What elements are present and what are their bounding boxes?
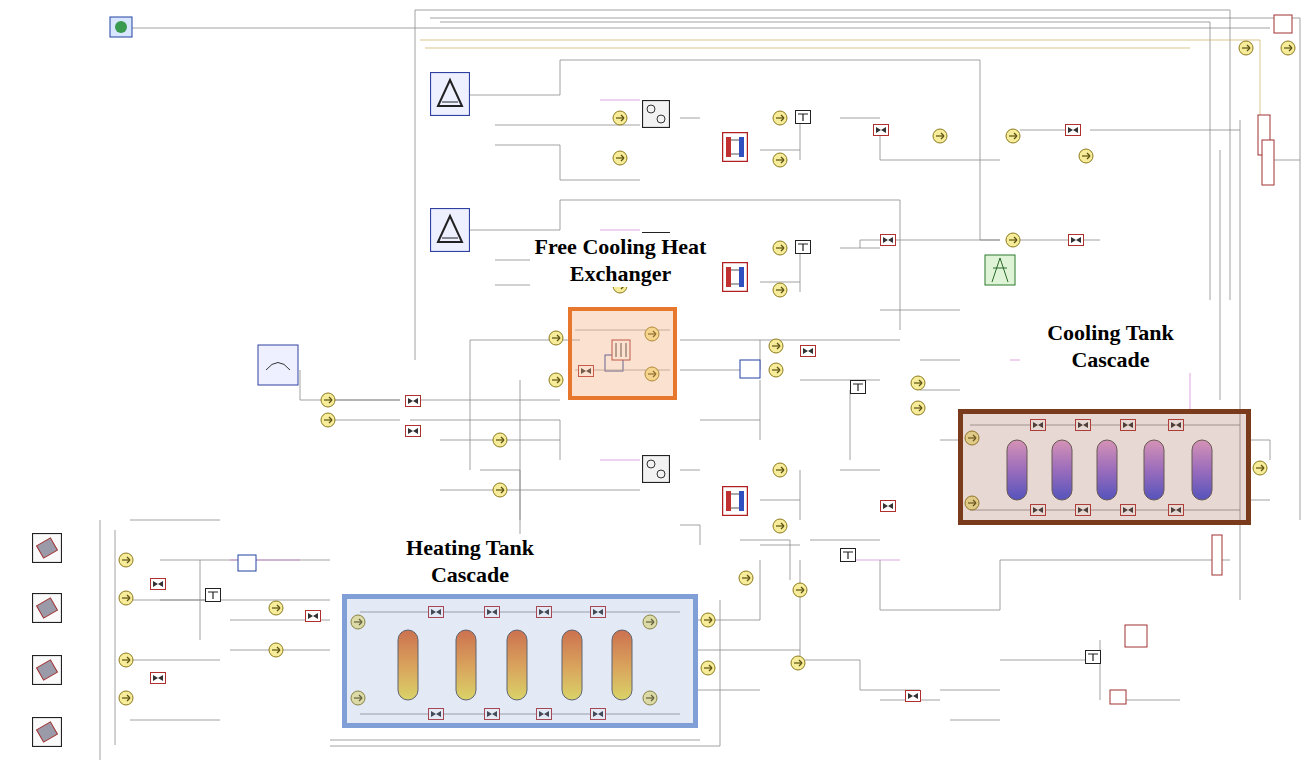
valve <box>1069 235 1084 246</box>
collector <box>1262 140 1274 185</box>
pump <box>493 483 507 497</box>
pump <box>769 339 783 353</box>
pump <box>119 691 133 705</box>
group-region: Free Cooling Heat Exchanger <box>568 307 677 400</box>
pump <box>773 111 787 125</box>
heat-pump <box>643 101 670 128</box>
solar-collector <box>33 656 62 685</box>
pump <box>613 111 627 125</box>
electric-grid <box>985 255 1015 285</box>
pump <box>269 601 283 615</box>
load-block <box>1110 690 1126 704</box>
pump <box>1281 41 1295 55</box>
wire-network <box>100 10 1300 760</box>
pump <box>701 661 715 675</box>
valve <box>306 611 321 622</box>
solar-collector <box>33 718 62 747</box>
valve <box>151 579 166 590</box>
pump <box>269 643 283 657</box>
mixer <box>796 241 811 254</box>
heat-exchanger <box>723 487 748 516</box>
valve <box>801 346 816 357</box>
valve <box>881 501 896 512</box>
pump <box>911 401 925 415</box>
heat-exchanger <box>723 263 748 292</box>
collector <box>1212 535 1222 575</box>
mixer <box>1086 651 1101 664</box>
pump <box>701 613 715 627</box>
valve <box>1066 125 1081 136</box>
pump <box>1079 149 1093 163</box>
ground-source <box>258 345 298 385</box>
valve <box>874 125 889 136</box>
pump <box>119 653 133 667</box>
pump <box>613 151 627 165</box>
mixer <box>796 111 811 124</box>
pump <box>1239 41 1253 55</box>
heat-pump <box>643 456 670 483</box>
pump <box>321 393 335 407</box>
pumps <box>119 41 1295 705</box>
pump <box>773 463 787 477</box>
pump <box>119 553 133 567</box>
pylon-icon <box>992 258 1008 282</box>
valve <box>406 396 421 407</box>
pump <box>321 413 335 427</box>
components <box>33 15 1293 747</box>
controller <box>238 555 256 571</box>
pump <box>1006 233 1020 247</box>
output-block <box>1274 15 1292 33</box>
pump <box>549 373 563 387</box>
pump <box>793 583 807 597</box>
pump <box>493 433 507 447</box>
pump <box>119 591 133 605</box>
ground-source-icon <box>266 363 290 371</box>
pump <box>791 656 805 670</box>
solar-collector <box>33 594 62 623</box>
weather-block <box>110 17 132 37</box>
solar-collector <box>33 534 62 563</box>
cooling-tower <box>431 73 470 116</box>
pump <box>739 571 753 585</box>
region-heading: Heating Tank Cascade <box>379 534 561 588</box>
heat-exchanger <box>723 133 748 162</box>
weather-icon <box>115 21 127 33</box>
pump <box>1006 129 1020 143</box>
cooling-tower <box>431 209 470 252</box>
group-region: Heating Tank Cascade <box>342 594 698 728</box>
pump <box>773 283 787 297</box>
mixer <box>206 589 221 602</box>
valve <box>881 235 896 246</box>
pump <box>549 331 563 345</box>
valve <box>151 673 166 684</box>
pump <box>933 129 947 143</box>
region-heading: Free Cooling Heat Exchanger <box>530 233 712 287</box>
pump <box>773 153 787 167</box>
load-block <box>1125 625 1147 647</box>
controller <box>740 360 760 378</box>
bus-wires <box>420 40 1260 130</box>
pump <box>911 376 925 390</box>
valve <box>406 426 421 437</box>
pump <box>1253 461 1267 475</box>
group-region: Cooling Tank Cascade <box>958 409 1251 525</box>
mixer <box>841 549 856 562</box>
pump <box>769 363 783 377</box>
pump <box>773 241 787 255</box>
pump <box>773 519 787 533</box>
region-heading: Cooling Tank Cascade <box>1020 319 1202 373</box>
valve <box>906 691 921 702</box>
mixer <box>851 381 866 394</box>
